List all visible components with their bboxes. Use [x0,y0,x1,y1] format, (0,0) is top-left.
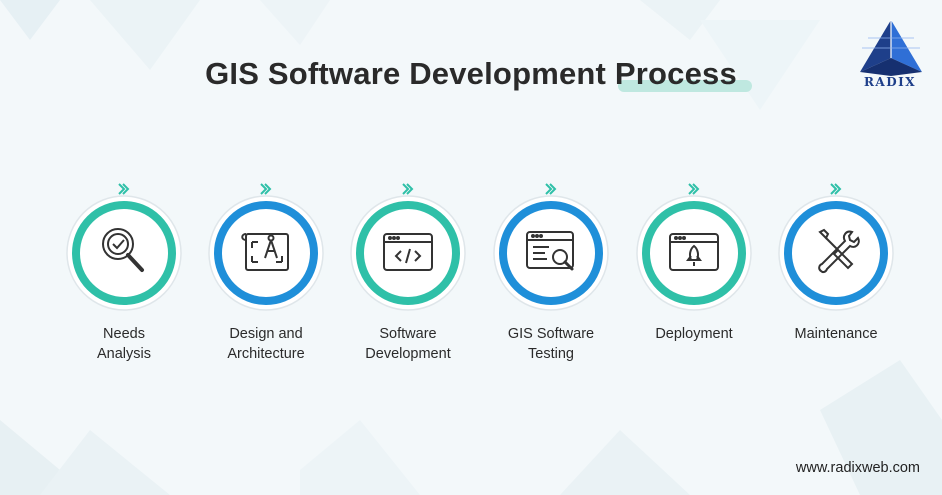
rocket-window-icon [669,233,719,271]
chevron-right-icon [688,183,700,195]
blueprint-compass-icon [241,233,289,271]
brand-name: RADIX [863,75,917,89]
step-label: Maintenance [756,324,916,344]
step-label-line: Deployment [655,326,733,342]
step-label-line: Software [379,326,437,342]
chevron-right-icon [260,183,272,195]
step-label-line: Testing [528,346,574,362]
step-label: Software Development [328,324,488,364]
step-label-line: Needs [103,326,145,342]
step-label-line: GIS Software [507,326,595,342]
step-label-line: Maintenance [794,326,878,342]
browser-search-icon [526,231,574,271]
step-label-line: Development [365,346,451,362]
radix-logo-icon [860,20,922,76]
step-label: Deployment [614,324,774,344]
step-label: Design and Architecture [186,324,346,364]
chevron-right-icon [830,183,842,195]
website-url: www.radixweb.com [795,460,920,476]
chevron-right-icon [118,183,130,195]
step-ring [778,195,894,311]
magnifier-check-icon [102,228,144,272]
code-window-icon [383,233,433,271]
title-underline [618,80,752,92]
page-title: GIS Software Development Process [205,56,737,91]
step-label-line: Analysis [97,346,151,362]
chevron-right-icon [402,183,414,195]
chevron-right-icon [545,183,557,195]
step-label: Needs Analysis [44,324,204,364]
step-label: GIS Software Testing [471,324,631,364]
step-label-line: Design and [229,326,303,342]
wrench-screwdriver-icon [818,228,860,274]
step-ring [636,195,752,311]
step-label-line: Architecture [227,346,305,362]
